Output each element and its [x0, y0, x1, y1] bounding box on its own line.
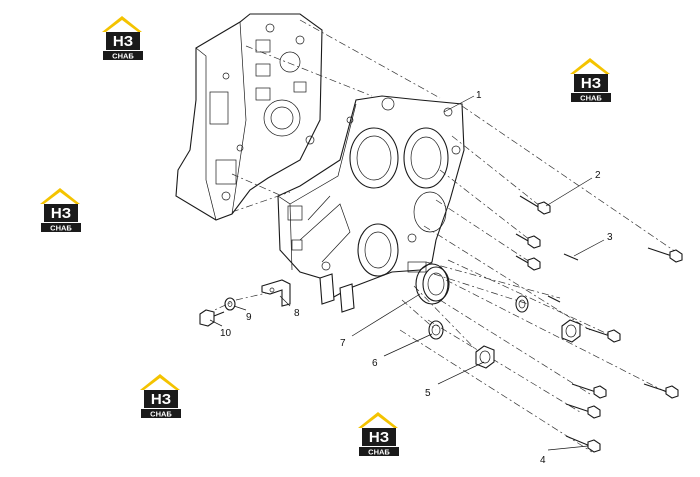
- svg-text:НЗ: НЗ: [369, 429, 389, 446]
- svg-text:НЗ: НЗ: [113, 33, 133, 50]
- threaded-plug: [561, 319, 581, 343]
- callout-7: 7: [340, 338, 346, 349]
- watermark-logo: НЗ СНАБ: [358, 412, 399, 457]
- threaded-plug: [475, 345, 495, 369]
- watermark-logo: НЗ СНАБ: [570, 58, 611, 103]
- callout-5: 5: [425, 388, 431, 399]
- washer: [224, 297, 236, 311]
- svg-text:НЗ: НЗ: [581, 75, 601, 92]
- callout-8: 8: [294, 308, 300, 319]
- callout-10: 10: [220, 328, 232, 339]
- svg-text:СНАБ: СНАБ: [112, 52, 134, 61]
- callout-4: 4: [540, 455, 546, 466]
- timing-gear-cover: [277, 95, 465, 313]
- flange-bolt: [647, 247, 683, 263]
- flange-bolt: [585, 327, 621, 343]
- callout-9: 9: [246, 312, 252, 323]
- o-ring: [515, 295, 529, 313]
- flange-bolt: [565, 403, 601, 419]
- crankshaft-seal: [415, 263, 450, 305]
- engine-block-housing: [175, 13, 323, 221]
- svg-text:НЗ: НЗ: [51, 205, 71, 222]
- flange-bolt: [519, 195, 551, 215]
- flange-bolt: [571, 383, 607, 399]
- dowel-pin: [547, 253, 579, 303]
- watermark-logo: НЗ СНАБ: [140, 374, 181, 419]
- callout-1: 1: [476, 90, 482, 101]
- svg-text:СНАБ: СНАБ: [368, 448, 390, 457]
- svg-text:НЗ: НЗ: [151, 391, 171, 408]
- flange-bolt: [643, 383, 679, 399]
- mounting-bracket: [261, 279, 291, 307]
- svg-text:СНАБ: СНАБ: [580, 94, 602, 103]
- svg-text:СНАБ: СНАБ: [50, 224, 72, 233]
- callout-6: 6: [372, 358, 378, 369]
- watermark-logo: НЗ СНАБ: [102, 16, 143, 61]
- leader-lines: [209, 95, 605, 451]
- flange-bolt: [565, 435, 601, 453]
- flange-bolt: [515, 233, 541, 249]
- o-ring: [428, 320, 444, 340]
- hex-bolt: [199, 309, 225, 327]
- callout-2: 2: [595, 170, 601, 181]
- callout-3: 3: [607, 232, 613, 243]
- svg-text:СНАБ: СНАБ: [150, 410, 172, 419]
- flange-bolt: [515, 255, 541, 271]
- watermark-logo: НЗ СНАБ: [40, 188, 81, 233]
